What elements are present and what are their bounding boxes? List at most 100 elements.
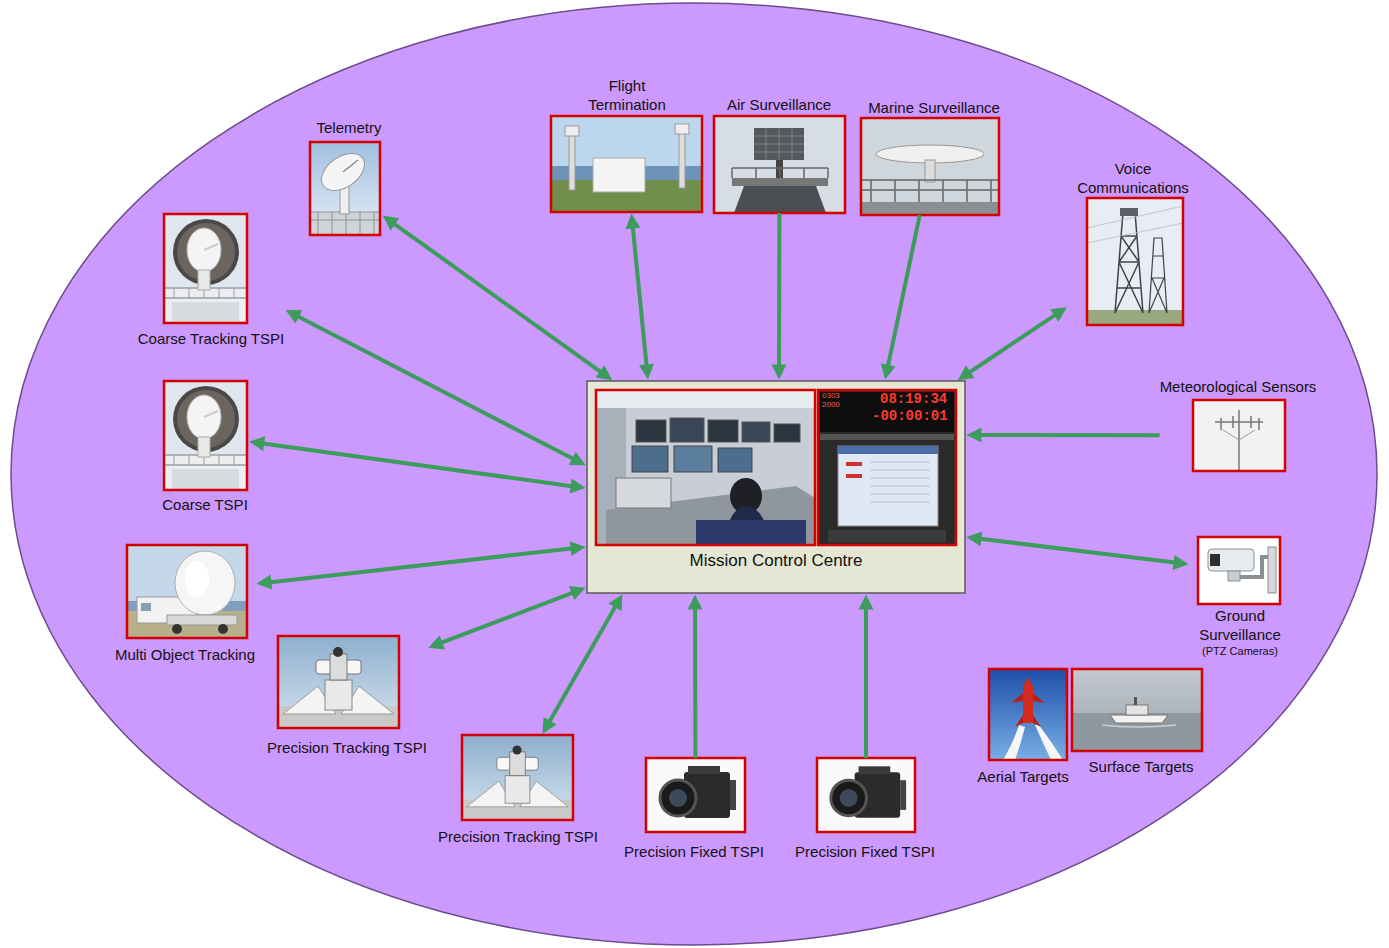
link-line: [549, 605, 617, 724]
link-line: [864, 607, 868, 759]
link-arrow: [958, 307, 1067, 380]
link-line: [978, 539, 1176, 563]
arrow-head: [688, 595, 703, 610]
arrow-head: [859, 595, 874, 610]
link-arrow: [428, 586, 585, 649]
node-label: (PTZ Cameras): [1202, 644, 1278, 658]
clock-readout: 08:19:34: [880, 392, 947, 407]
arrow-head: [383, 216, 400, 231]
arrow-head: [569, 586, 586, 600]
node-label: Precision Tracking TSPI: [267, 738, 427, 757]
link-line: [633, 225, 647, 367]
link-line: [261, 443, 573, 486]
equipment-node: Coarse Tracking TSPI: [138, 214, 284, 348]
link-line: [888, 215, 920, 368]
link-line: [440, 592, 575, 643]
arrow-head: [569, 452, 586, 466]
timing-rack-photo: [818, 390, 956, 545]
equipment-node: Telemetry: [310, 118, 382, 235]
arrow-head: [881, 363, 896, 379]
link-arrow: [543, 594, 623, 733]
link-arrow: [967, 428, 1160, 443]
high-speed-camera-photo: [646, 758, 745, 832]
node-label: Surface Targets: [1089, 757, 1194, 776]
node-label: Mission Control Centre: [690, 550, 863, 572]
link-line: [777, 213, 781, 368]
link-arrow: [966, 531, 1188, 569]
meteorological-photo: [1193, 400, 1285, 471]
equipment-node: Voice Communications: [1068, 159, 1198, 325]
arrow-head: [772, 364, 787, 379]
node-label: Multi Object Tracking: [115, 645, 255, 664]
arrow-head: [608, 594, 622, 611]
arrow-head: [428, 635, 445, 649]
equipment-node: Precision Fixed TSPI: [795, 758, 935, 861]
link-line: [979, 433, 1160, 437]
link-arrow: [286, 310, 586, 465]
equipment-node: Ground Surveillance(PTZ Cameras): [1190, 537, 1290, 658]
node-label: Coarse TSPI: [162, 495, 248, 514]
link-arrow: [625, 213, 653, 379]
arrow-head: [1173, 555, 1189, 570]
arrow-head: [958, 366, 975, 381]
arrow-head: [257, 575, 273, 590]
flight-termination-photo: [551, 116, 702, 212]
target-node: Aerial Targets: [977, 669, 1068, 786]
precision-tracking-photo: [462, 735, 573, 820]
arrow-head: [639, 364, 654, 380]
marine-surveillance-photo: [861, 118, 999, 215]
coarse-tspi-photo: [164, 381, 247, 490]
node-label: Ground Surveillance: [1190, 606, 1290, 644]
link-line: [296, 315, 575, 459]
clock-readout: 2000: [822, 401, 840, 410]
equipment-node: Precision Fixed TSPI: [624, 758, 764, 861]
link-arrow: [772, 213, 787, 380]
control-room-photo: [596, 390, 815, 545]
air-surveillance-photo: [714, 116, 845, 213]
voice-communications-photo: [1087, 198, 1183, 325]
link-line: [968, 314, 1057, 374]
arrow-head: [1050, 307, 1067, 322]
arrow-head: [570, 479, 586, 494]
equipment-node: Flight Termination: [551, 76, 702, 212]
high-speed-camera-photo: [817, 758, 915, 832]
node-label: Flight Termination: [577, 76, 677, 114]
link-arrow: [257, 541, 586, 589]
node-label: Meteorological Sensors: [1160, 377, 1317, 396]
arrow-head: [249, 436, 265, 451]
node-label: Precision Fixed TSPI: [624, 842, 764, 861]
link-arrow: [383, 216, 612, 381]
aerial-target-photo: [989, 669, 1067, 760]
coarse-tracking-photo: [164, 214, 247, 323]
equipment-node: Meteorological Sensors: [1160, 377, 1317, 471]
multi-object-tracking-photo: [127, 545, 247, 638]
equipment-node: Multi Object Tracking: [115, 545, 255, 664]
arrow-head: [966, 531, 982, 546]
arrow-head: [286, 310, 303, 324]
control-centre-box: [587, 381, 965, 593]
clock-readout: -00:00:01: [872, 409, 948, 424]
arrow-head: [967, 428, 982, 443]
node-label: Precision Fixed TSPI: [795, 842, 935, 861]
link-arrow: [249, 436, 585, 493]
equipment-node: Precision Tracking TSPI: [438, 735, 598, 846]
node-label: Aerial Targets: [977, 767, 1068, 786]
link-line: [392, 223, 602, 374]
equipment-node: Air Surveillance: [714, 95, 845, 213]
surface-target-photo: [1072, 669, 1202, 751]
link-arrow: [688, 595, 703, 759]
arrow-head: [596, 365, 613, 380]
arrow-head: [543, 717, 557, 734]
node-label: Marine Surveillance: [868, 98, 1000, 117]
node-label: Air Surveillance: [727, 95, 831, 114]
node-label: Precision Tracking TSPI: [438, 827, 598, 846]
range-boundary: [11, 3, 1377, 945]
arrow-head: [625, 213, 640, 229]
precision-tracking-photo: [278, 636, 399, 728]
link-line: [693, 606, 697, 758]
equipment-node: Precision Tracking TSPI: [267, 636, 427, 757]
node-label: Voice Communications: [1068, 159, 1198, 197]
